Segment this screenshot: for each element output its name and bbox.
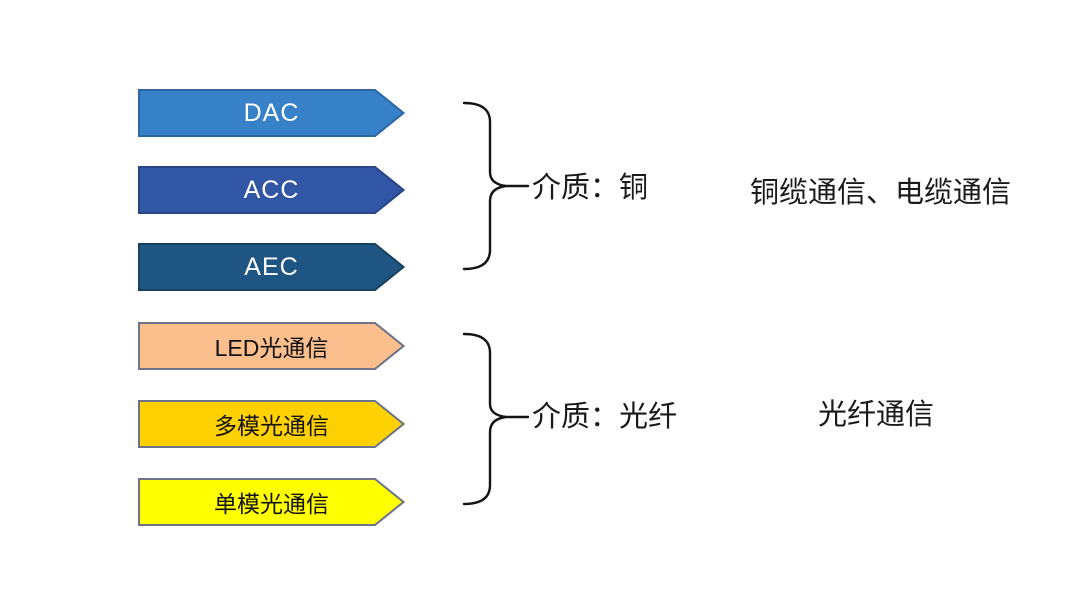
fiber-description: 光纤通信: [818, 399, 935, 431]
arrow-acc-path: [138, 166, 405, 214]
arrow-singlemode-optical-shape: [138, 478, 405, 526]
fiber-group-brace: [456, 331, 532, 507]
arrow-multimode-optical-path: [138, 400, 405, 448]
arrow-led-optical-label: LED光通信: [214, 335, 329, 361]
arrow-dac-shape: [138, 89, 405, 137]
copper-group-brace: [456, 100, 532, 272]
arrow-led-optical-shape: [138, 322, 405, 370]
copper-media-label: 介质：铜: [532, 172, 649, 204]
arrow-acc: ACC: [138, 166, 405, 214]
arrow-aec-shape: [138, 243, 405, 291]
arrow-singlemode-optical: 单模光通信: [138, 478, 405, 526]
arrow-aec: AEC: [138, 243, 405, 291]
copper-description: 铜缆通信、电缆通信: [750, 177, 1012, 209]
copper-group-brace-path: [462, 101, 530, 271]
arrow-aec-path: [138, 243, 405, 291]
arrow-dac-path: [138, 89, 405, 137]
arrow-singlemode-optical-path: [138, 478, 405, 526]
arrow-acc-label: ACC: [243, 175, 300, 204]
arrow-aec-label: AEC: [244, 252, 299, 281]
arrow-led-optical-path: [138, 322, 405, 370]
arrow-multimode-optical-shape: [138, 400, 405, 448]
arrow-dac: DAC: [138, 89, 405, 137]
arrow-singlemode-optical-label: 单模光通信: [214, 491, 329, 517]
arrow-multimode-optical: 多模光通信: [138, 400, 405, 448]
fiber-media-label: 介质：光纤: [532, 401, 678, 433]
arrow-led-optical: LED光通信: [138, 322, 405, 370]
arrow-dac-label: DAC: [243, 98, 300, 127]
fiber-group-brace-path: [462, 332, 530, 506]
arrow-acc-shape: [138, 166, 405, 214]
copper-group-brace-icon: [462, 101, 530, 271]
fiber-group-brace-icon: [462, 332, 530, 506]
arrow-multimode-optical-label: 多模光通信: [214, 413, 329, 439]
